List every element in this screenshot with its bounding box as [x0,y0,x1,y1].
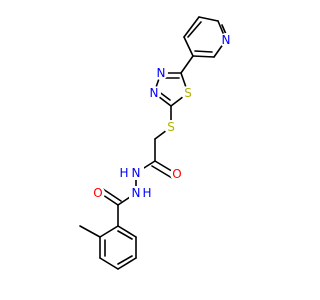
bond [117,230,133,240]
atom-s-ring: S [181,86,195,100]
atom-n-pyridine: N [219,33,233,47]
atom-hydrogen: H [119,166,128,180]
atom-nh-2: N H [129,186,155,200]
bond [192,55,215,58]
atom-background [118,166,144,180]
bond [102,188,122,202]
atom-s-link: S [164,120,178,134]
atom-hydrogen: H [142,186,151,200]
bond [183,36,194,57]
atom-o-amide-2: O [91,186,105,200]
atom-background [147,86,161,100]
atom-labels-layer: N N N S S O H N [91,33,233,200]
atom-symbol: O [172,167,181,181]
atom-symbol: N [157,66,166,80]
atom-background [164,120,178,134]
atom-background [154,66,168,80]
bond [117,225,137,238]
atom-symbol: S [184,86,192,100]
bond [99,257,119,270]
bond [198,16,219,22]
atom-background [91,186,105,200]
bond [151,165,173,179]
bond [117,255,133,265]
atom-symbol: N [132,186,141,200]
atom-nh-1: H N [118,166,144,180]
bond [194,50,213,53]
bond [117,257,137,270]
atom-n-thiadiazole-1: N [154,66,168,80]
atom-background [219,33,233,47]
atom-symbol: N [132,166,141,180]
atom-symbol: S [167,120,175,134]
bond [187,21,202,38]
bond [79,225,101,238]
bond [183,16,200,38]
atom-n-thiadiazole-2: N [147,86,161,100]
atom-symbol: N [222,33,231,47]
bonds-layer [79,16,230,270]
atom-symbol: N [150,86,159,100]
bond [180,55,194,74]
bond [99,225,119,238]
atom-o-amide-1: O [170,167,184,181]
atom-background [181,86,195,100]
atom-symbol: O [93,186,102,200]
molecule-structure: N N N S S O H N [79,16,233,270]
atom-background [129,186,155,200]
atom-background [170,167,184,181]
